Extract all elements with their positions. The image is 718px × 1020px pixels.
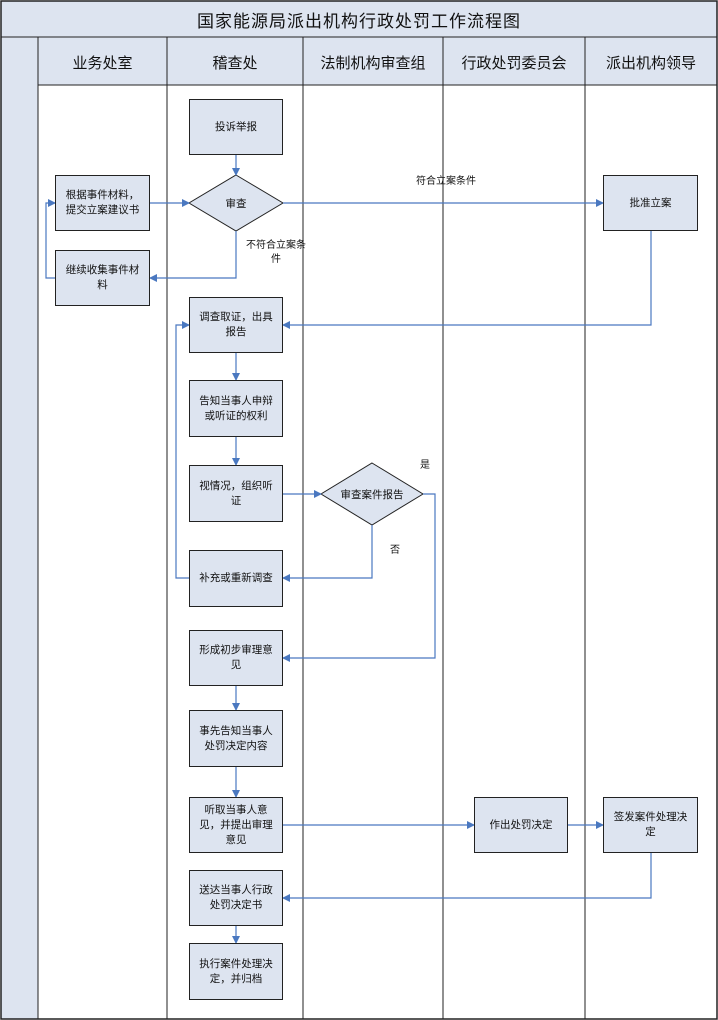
node-supplement: 补充或重新调查 bbox=[189, 550, 283, 607]
node-review-report-label: 审查案件报告 bbox=[340, 488, 404, 501]
node-complaint: 投诉举报 bbox=[189, 99, 283, 155]
node-execute: 执行案件处理决定，并归档 bbox=[189, 943, 283, 1000]
node-investigate: 调查取证，出具报告 bbox=[189, 297, 283, 353]
node-review-label: 审查 bbox=[225, 197, 247, 210]
node-listen-opinion: 听取当事人意见，并提出审理意见 bbox=[189, 797, 283, 853]
arrow-supplement-investigate bbox=[175, 321, 190, 579]
arrow-sign-deliver bbox=[282, 853, 652, 902]
node-notify-rights: 告知当事人申辩或听证的权利 bbox=[189, 380, 283, 437]
node-advance-notice: 事先告知当事人处罚决定内容 bbox=[189, 710, 283, 767]
arrow-collect-proposal bbox=[45, 199, 56, 279]
arrow-report-preliminary bbox=[282, 493, 436, 662]
arrow-review-collect bbox=[149, 231, 237, 282]
node-preliminary: 形成初步审理意见 bbox=[189, 630, 283, 686]
label-not-meets-condition: 不符合立案条件 bbox=[246, 240, 306, 265]
arrow-approve-investigate bbox=[282, 231, 652, 329]
node-submit-proposal: 根据事件材料，提交立案建议书 bbox=[55, 175, 150, 231]
lane-header-band bbox=[0, 36, 718, 86]
title-band bbox=[0, 0, 718, 38]
lane-header-penalty-committee: 行政处罚委员会 bbox=[461, 53, 567, 72]
lane-header-leadership: 派出机构领导 bbox=[605, 53, 696, 72]
node-hearing: 视情况，组织听证 bbox=[189, 465, 283, 522]
node-approve-case: 批准立案 bbox=[603, 175, 698, 231]
label-yes: 是 bbox=[420, 460, 430, 471]
lane-header-business: 业务处室 bbox=[72, 53, 133, 72]
arrow-report-supplement bbox=[282, 525, 373, 582]
label-meets-condition: 符合立案条件 bbox=[416, 176, 476, 187]
lane-header-inspection: 稽查处 bbox=[212, 53, 258, 72]
node-sign-decision: 签发案件处理决定 bbox=[603, 797, 698, 853]
label-no: 否 bbox=[390, 545, 400, 556]
page-title: 国家能源局派出机构行政处罚工作流程图 bbox=[197, 11, 521, 32]
lane-header-legal-review: 法制机构审查组 bbox=[320, 53, 426, 72]
node-make-decision: 作出处罚决定 bbox=[474, 797, 568, 853]
left-margin-column bbox=[0, 36, 39, 1020]
node-deliver: 送达当事人行政处罚决定书 bbox=[189, 870, 283, 926]
node-continue-collect: 继续收集事件材料 bbox=[55, 250, 150, 306]
